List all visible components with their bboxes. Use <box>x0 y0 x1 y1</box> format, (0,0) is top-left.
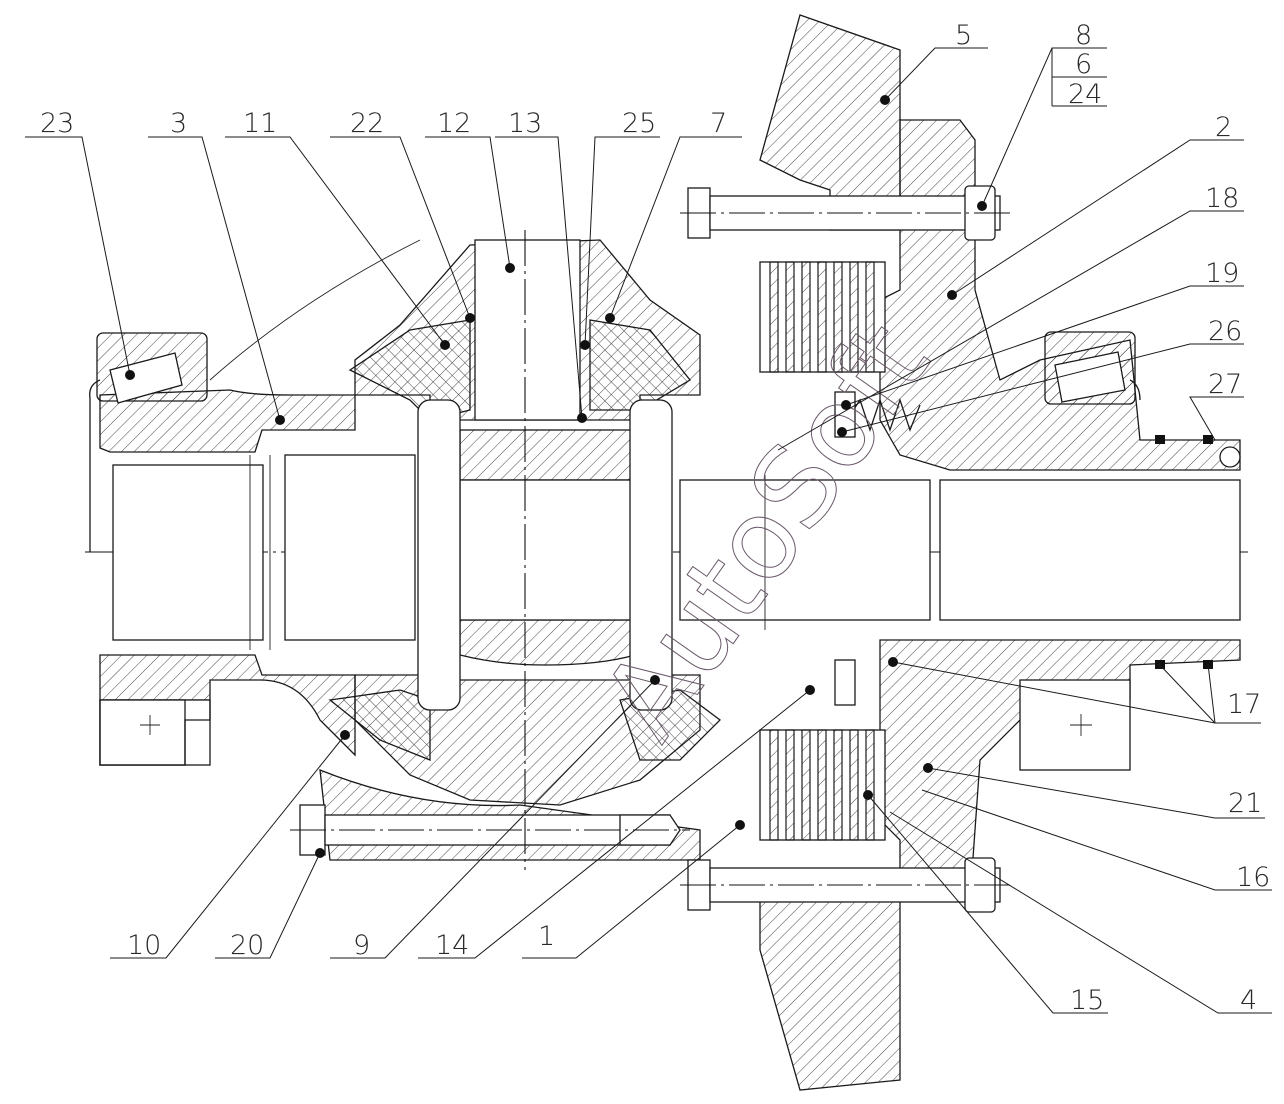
callout-2: 2 <box>1215 112 1232 143</box>
pinion-shaft <box>417 239 673 711</box>
callout-8: 8 <box>1075 20 1092 51</box>
left-bore <box>112 455 271 650</box>
callout-26: 26 <box>1208 316 1242 347</box>
callout-9: 9 <box>353 930 370 961</box>
ring-gear <box>759 14 901 1091</box>
callout-12: 12 <box>437 108 471 139</box>
callout-21: 21 <box>1228 788 1262 819</box>
seal-ring <box>1203 435 1213 444</box>
callout-7: 7 <box>710 108 727 139</box>
leader-lines <box>25 47 1272 1014</box>
spring <box>849 397 921 433</box>
callout-16: 16 <box>1236 862 1270 893</box>
lower-bolt-right <box>680 857 1010 913</box>
callout-11: 11 <box>243 108 277 139</box>
center-bore <box>284 454 931 641</box>
callout-18: 18 <box>1205 183 1239 214</box>
callout-23: 23 <box>40 108 74 139</box>
callout-4: 4 <box>1240 985 1257 1016</box>
callout-13: 13 <box>508 108 542 139</box>
clutch-pack-lower <box>759 729 886 841</box>
callout-20: 20 <box>230 930 264 961</box>
left-housing <box>99 239 421 766</box>
callout-25: 25 <box>622 108 656 139</box>
seal-ring <box>1155 435 1165 444</box>
plug <box>1219 446 1241 468</box>
callout-1: 1 <box>538 921 555 952</box>
callout-19: 19 <box>1205 258 1239 289</box>
callout-22: 22 <box>350 108 384 139</box>
clutch-pack-upper <box>759 261 886 373</box>
callout-labels: 23 3 11 22 12 13 25 7 5 8 6 24 2 18 19 2… <box>40 20 1270 1016</box>
lower-bolt-left <box>290 804 690 856</box>
callout-14: 14 <box>435 930 469 961</box>
callout-10: 10 <box>127 930 161 961</box>
callout-15: 15 <box>1070 985 1104 1016</box>
upper-bolt <box>680 185 1010 241</box>
callout-24: 24 <box>1068 79 1102 110</box>
callout-5: 5 <box>955 20 972 51</box>
right-housing <box>879 119 1241 901</box>
callout-27: 27 <box>1208 369 1242 400</box>
callout-6: 6 <box>1075 49 1092 80</box>
callout-3: 3 <box>170 108 187 139</box>
callout-17: 17 <box>1227 689 1261 720</box>
